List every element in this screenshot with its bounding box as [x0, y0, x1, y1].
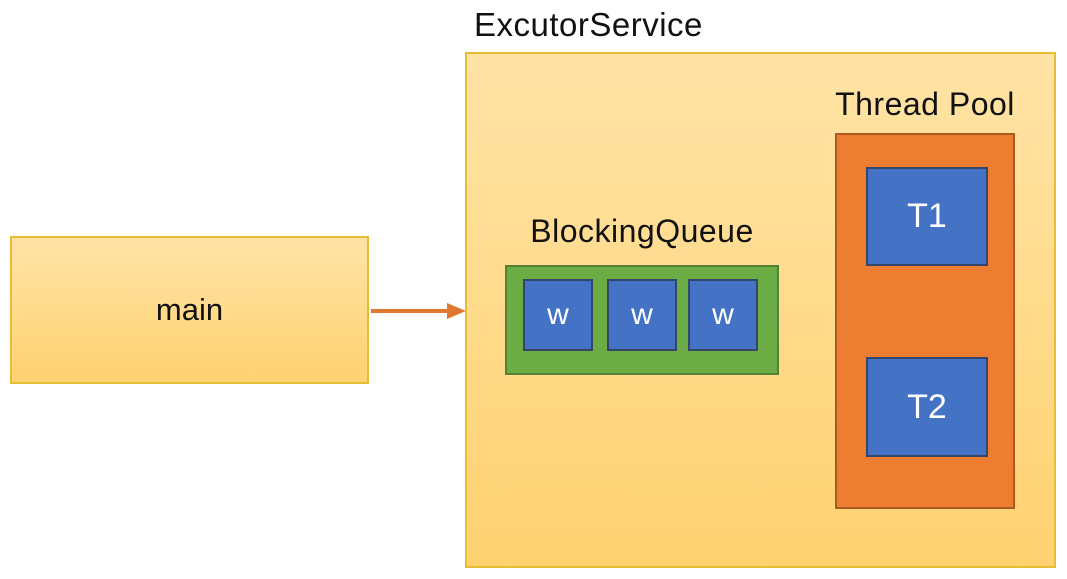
main-to-executor-arrow: [371, 303, 466, 319]
thread-pool-box: T1 T2: [835, 133, 1015, 509]
main-box: main: [10, 236, 369, 384]
thread-item: T1: [866, 167, 988, 266]
main-box-label: main: [155, 292, 224, 327]
thread-pool-label: Thread Pool: [835, 86, 1015, 122]
blocking-queue-label: BlockingQueue: [530, 213, 754, 249]
worker-label: w: [631, 298, 653, 331]
blocking-queue-box: w w w: [505, 265, 779, 375]
worker-item: w: [607, 279, 677, 351]
worker-item: w: [523, 279, 593, 351]
worker-label: w: [712, 298, 734, 331]
worker-label: w: [547, 298, 569, 331]
thread-label: T2: [907, 387, 947, 426]
arrow-head-icon: [447, 303, 466, 319]
thread-item: T2: [866, 357, 988, 457]
executor-service-title: ExcutorService: [474, 6, 703, 43]
worker-item: w: [688, 279, 758, 351]
thread-label: T1: [907, 197, 947, 235]
